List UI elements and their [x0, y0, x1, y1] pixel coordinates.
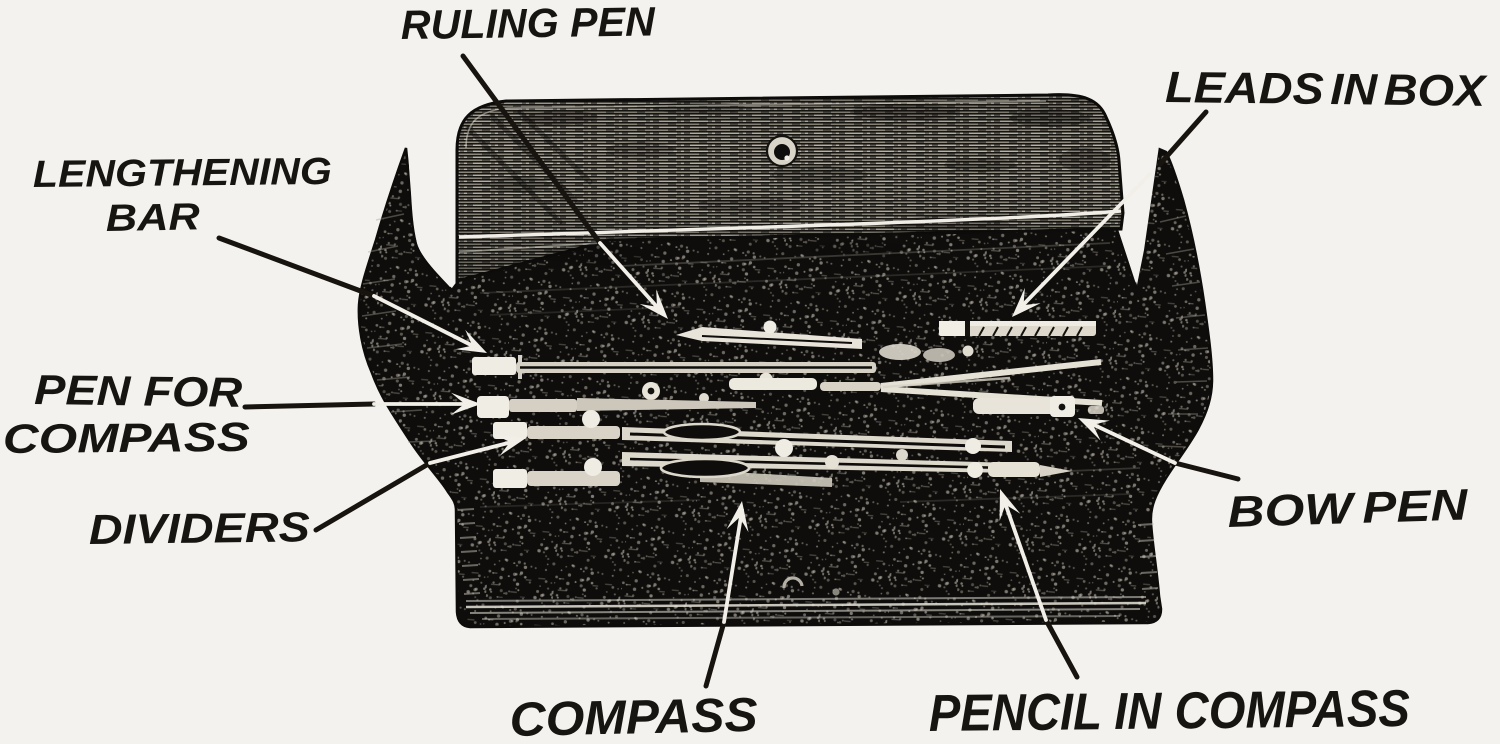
svg-text:PEN FOR: PEN FOR — [34, 366, 243, 416]
svg-text:BOW PEN: BOW PEN — [1227, 480, 1470, 537]
svg-text:DIVIDERS: DIVIDERS — [89, 503, 311, 553]
svg-text:LEADS IN BOX: LEADS IN BOX — [1165, 63, 1488, 116]
svg-text:COMPASS: COMPASS — [509, 689, 758, 744]
svg-text:RULING PEN: RULING PEN — [400, 0, 656, 48]
svg-text:COMPASS: COMPASS — [3, 414, 250, 462]
svg-text:LENGTHENING: LENGTHENING — [33, 151, 332, 196]
svg-text:PENCIL IN COMPASS: PENCIL IN COMPASS — [929, 680, 1411, 743]
svg-text:BAR: BAR — [105, 196, 200, 240]
